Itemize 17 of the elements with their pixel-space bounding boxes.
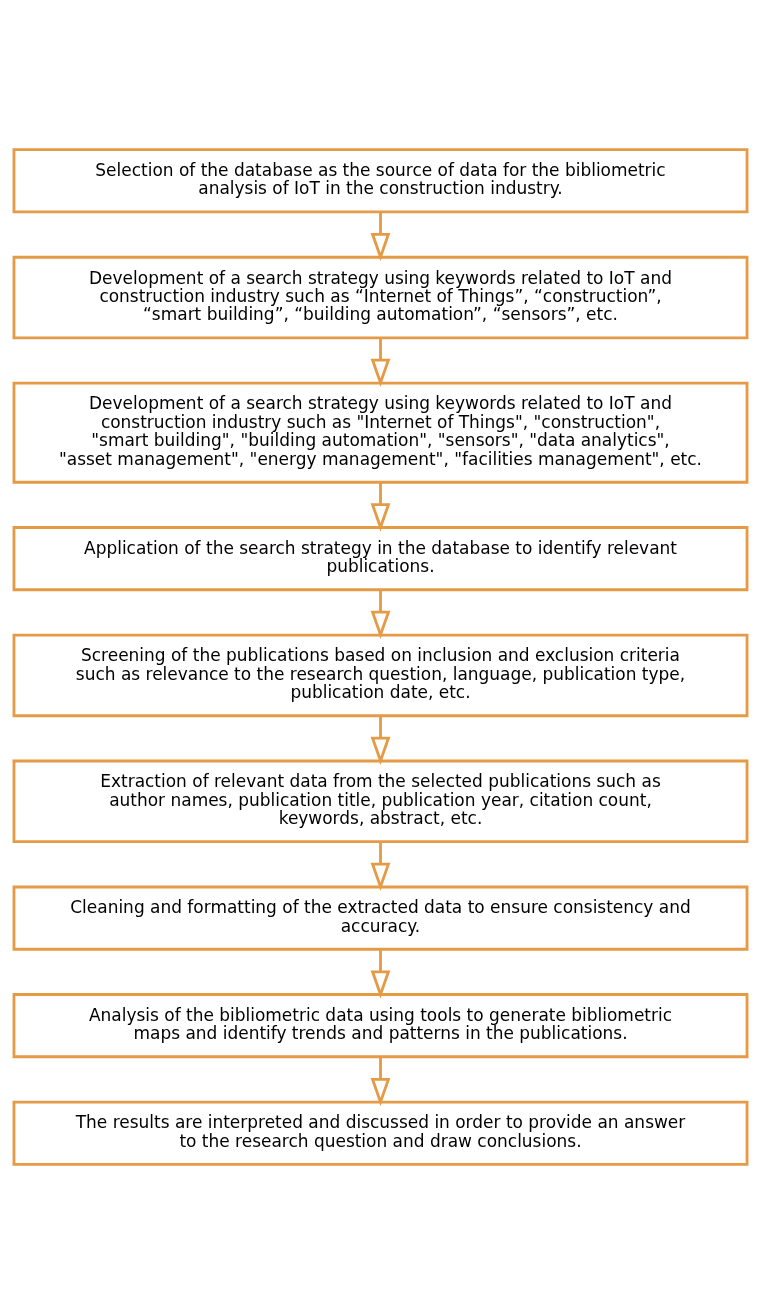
arrow bbox=[370, 337, 391, 387]
node-box: Development of a search strategy using keywords related to IoT and construction industry such as "Internet of Things", "construction", "smart building", "building automation", "sensors", "data analytics", "asset management", "energy management", "facilities management", etc. bbox=[12, 381, 749, 484]
arrow bbox=[370, 212, 391, 262]
arrow bbox=[370, 949, 391, 999]
node-box: Analysis of the bibliometric data using tools to generate bibliometric maps and identify trends and patterns in the publications. bbox=[12, 993, 749, 1059]
node-box: The results are interpreted and discussed in order to provide an answer to the research question and draw conclusions. bbox=[12, 1100, 749, 1166]
node-box: Cleaning and formatting of the extracted data to ensure consistency and accuracy. bbox=[12, 885, 749, 951]
arrow bbox=[370, 482, 391, 532]
node-box: Extraction of relevant data from the selected publications such as author names, publication title, publication year, citation count, keywords, abstract, etc. bbox=[12, 759, 749, 844]
node-box: Development of a search strategy using keywords related to IoT and construction industry such as “Internet of Things”, “construction”, “smart building”, “building automation”, “sensors”, etc. bbox=[12, 255, 749, 340]
node-box: Selection of the database as the source of data for the bibliometric analysis of IoT in the construction industry. bbox=[12, 148, 749, 214]
arrow bbox=[370, 1056, 391, 1107]
node-box: Application of the search strategy in the database to identify relevant publications. bbox=[12, 526, 749, 592]
arrow bbox=[370, 841, 391, 892]
arrow bbox=[370, 590, 391, 640]
arrow bbox=[370, 715, 391, 766]
node-box: Screening of the publications based on inclusion and exclusion criteria such as relevance to the research question, language, publication type, publication date, etc. bbox=[12, 633, 749, 718]
